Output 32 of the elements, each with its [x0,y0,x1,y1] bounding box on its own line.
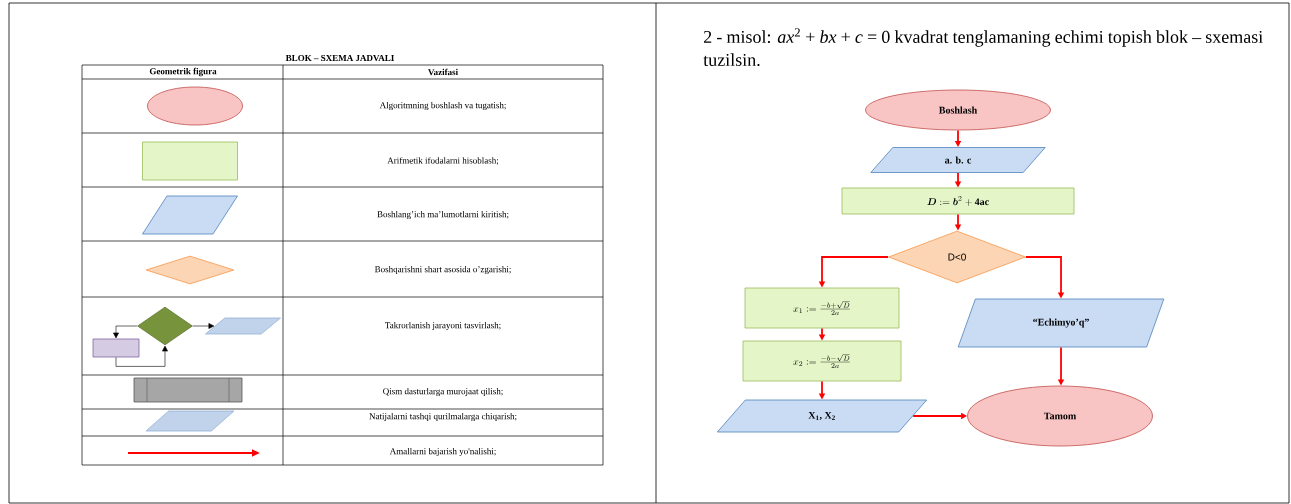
description-text: Amallarni bajarish yo'nalishi; [389,447,496,457]
description-text: Arifmetik ifodalarni hisoblash; [387,157,499,165]
parallelogram-symbol [145,410,235,432]
io-parallelogram: “Echimyo’q” [957,298,1165,348]
description-text: Boshqarishni shart asosida o’zgarishi; [374,265,511,275]
column-header: Geometrik figura [149,67,217,77]
arrow [192,323,215,329]
description-text: Algoritmning boshlash va tugatish; [379,101,506,111]
parallelogram-symbol [142,195,238,235]
oval-symbol [147,86,243,126]
problem-statement: 2 - misol: ax$^{2}$ + bx + c = 0 kvadrat tenglamaning echimi topish blok – sxemasi tuzilsin. [703,28,1263,67]
diamond-symbol [137,306,193,346]
diamond-symbol [145,255,235,285]
description-text: Boshlang’ich ma’lumotlarni kiritish; [377,210,509,220]
parallelogram-symbol [205,317,281,335]
rectangle-symbol [142,141,238,181]
terminal-oval: Tamom [967,385,1153,447]
process-box: $x_{2} := \frac{-b-\sqrt{D}}{2a}$ [742,340,902,382]
description-text: Takrorlanish jarayoni tasvirlash; [385,321,501,331]
process-box: $x_{1} := \frac{-b+\sqrt{D}}{2a}$ [744,287,900,329]
terminal-oval: Boshlash [865,89,1051,131]
description-text: Natijalarni tashqi qurilmalarga chiqarish; [369,412,517,422]
arrow [115,345,168,367]
description-text: Qism dasturlarga murojaat qilish; [383,387,503,397]
io-parallelogram: a. b. c [870,147,1046,173]
table-title: BLOK – SXEMA JADVALI [285,54,394,62]
arrow [113,325,138,339]
process-box: $\boldsymbol{D} := \boldsymbol{b}^{2} + \mathbf{4ac}$ [841,187,1075,215]
column-header: Vazifasi [428,68,458,76]
subroutine-symbol [133,377,243,403]
rectangle-symbol [92,338,140,358]
io-parallelogram: X$_{1}$, X$_{2}$ [717,399,927,433]
